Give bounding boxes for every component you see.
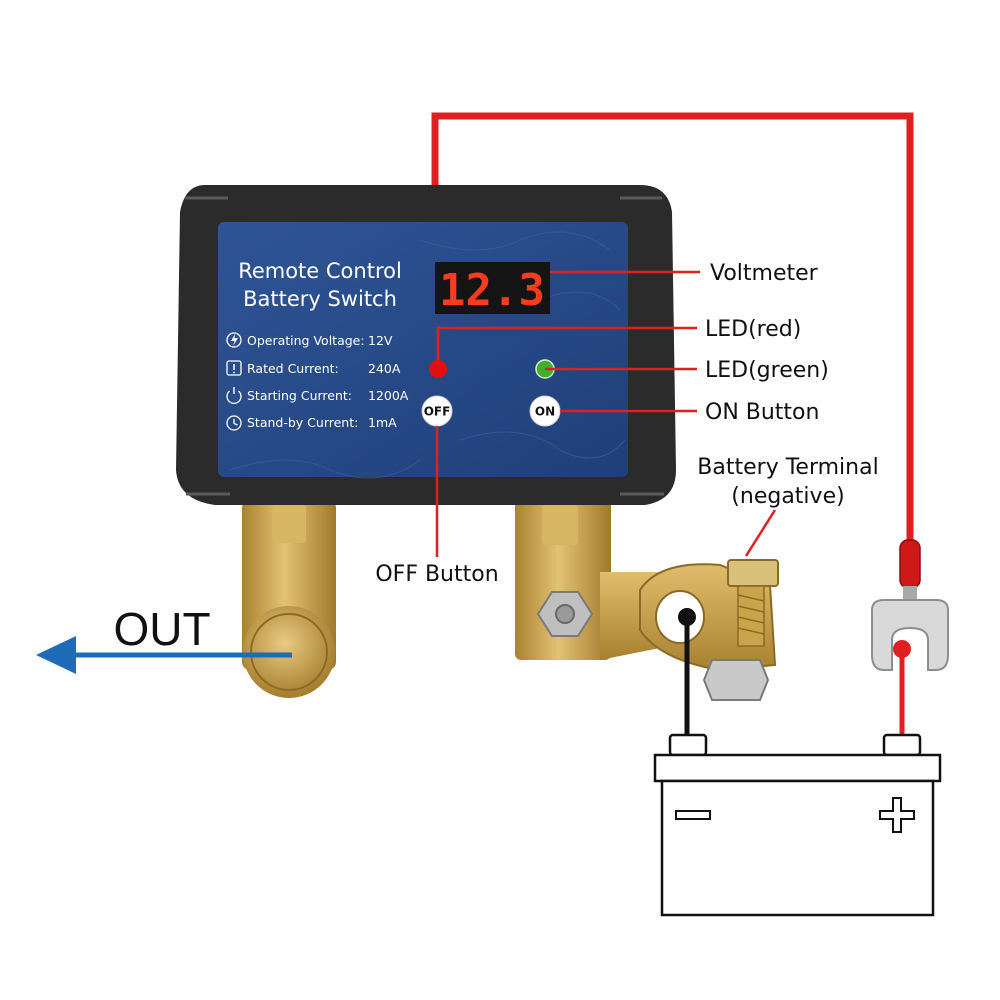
- battery: [653, 733, 942, 917]
- lightning-icon: [226, 332, 242, 348]
- off-button-label: OFF: [424, 405, 451, 419]
- callout-voltmeter: Voltmeter: [710, 261, 819, 286]
- on-button[interactable]: ON: [529, 395, 561, 427]
- hex-nut: [536, 591, 594, 637]
- led-red: [429, 360, 447, 378]
- spec-row: Starting Current: 1200A: [226, 387, 409, 405]
- plus-icon: [879, 797, 915, 833]
- exclamation-icon: [226, 360, 242, 376]
- out-arrow: [36, 636, 292, 674]
- spec-label: Operating Voltage:: [247, 333, 365, 348]
- spec-row: Stand-by Current: 1mA: [226, 415, 397, 431]
- callout-battery-terminal-line1: Battery Terminal: [697, 455, 878, 480]
- callout-off-button: OFF Button: [375, 562, 498, 587]
- spec-row: Rated Current: 240A: [226, 360, 401, 376]
- out-label: OUT: [113, 603, 210, 655]
- voltmeter-display: 12.3: [435, 262, 550, 316]
- device-title-line2: Battery Switch: [243, 287, 397, 311]
- callout-lines: [435, 270, 777, 557]
- power-icon: [226, 387, 242, 405]
- spec-value: 1mA: [368, 415, 397, 430]
- spec-label: Stand-by Current:: [247, 415, 358, 430]
- off-button[interactable]: OFF: [421, 395, 453, 427]
- spec-value: 240A: [368, 361, 401, 376]
- red-positive-wire: [431, 112, 914, 545]
- on-button-label: ON: [535, 405, 555, 419]
- spec-list: Operating Voltage: 12V Rated Current: 24…: [226, 332, 409, 431]
- spec-label: Rated Current:: [247, 361, 339, 376]
- callout-on-button: ON Button: [705, 400, 819, 425]
- callout-led-green: LED(green): [705, 358, 829, 383]
- minus-icon: [675, 810, 711, 820]
- callout-battery-terminal-line2: (negative): [731, 484, 844, 509]
- fork-terminal: [871, 539, 949, 671]
- spec-row: Operating Voltage: 12V: [226, 332, 393, 348]
- voltmeter-reading: 12.3: [439, 265, 545, 316]
- spec-value: 12V: [368, 333, 393, 348]
- clock-icon: [226, 415, 242, 431]
- spec-value: 1200A: [368, 388, 409, 403]
- spec-label: Starting Current:: [247, 388, 352, 403]
- battery-wires: [678, 608, 905, 738]
- callout-led-red: LED(red): [705, 317, 801, 342]
- out-terminal-post: [242, 500, 336, 698]
- battery-terminal-clamp: [639, 559, 779, 701]
- device-title-line1: Remote Control: [238, 259, 402, 283]
